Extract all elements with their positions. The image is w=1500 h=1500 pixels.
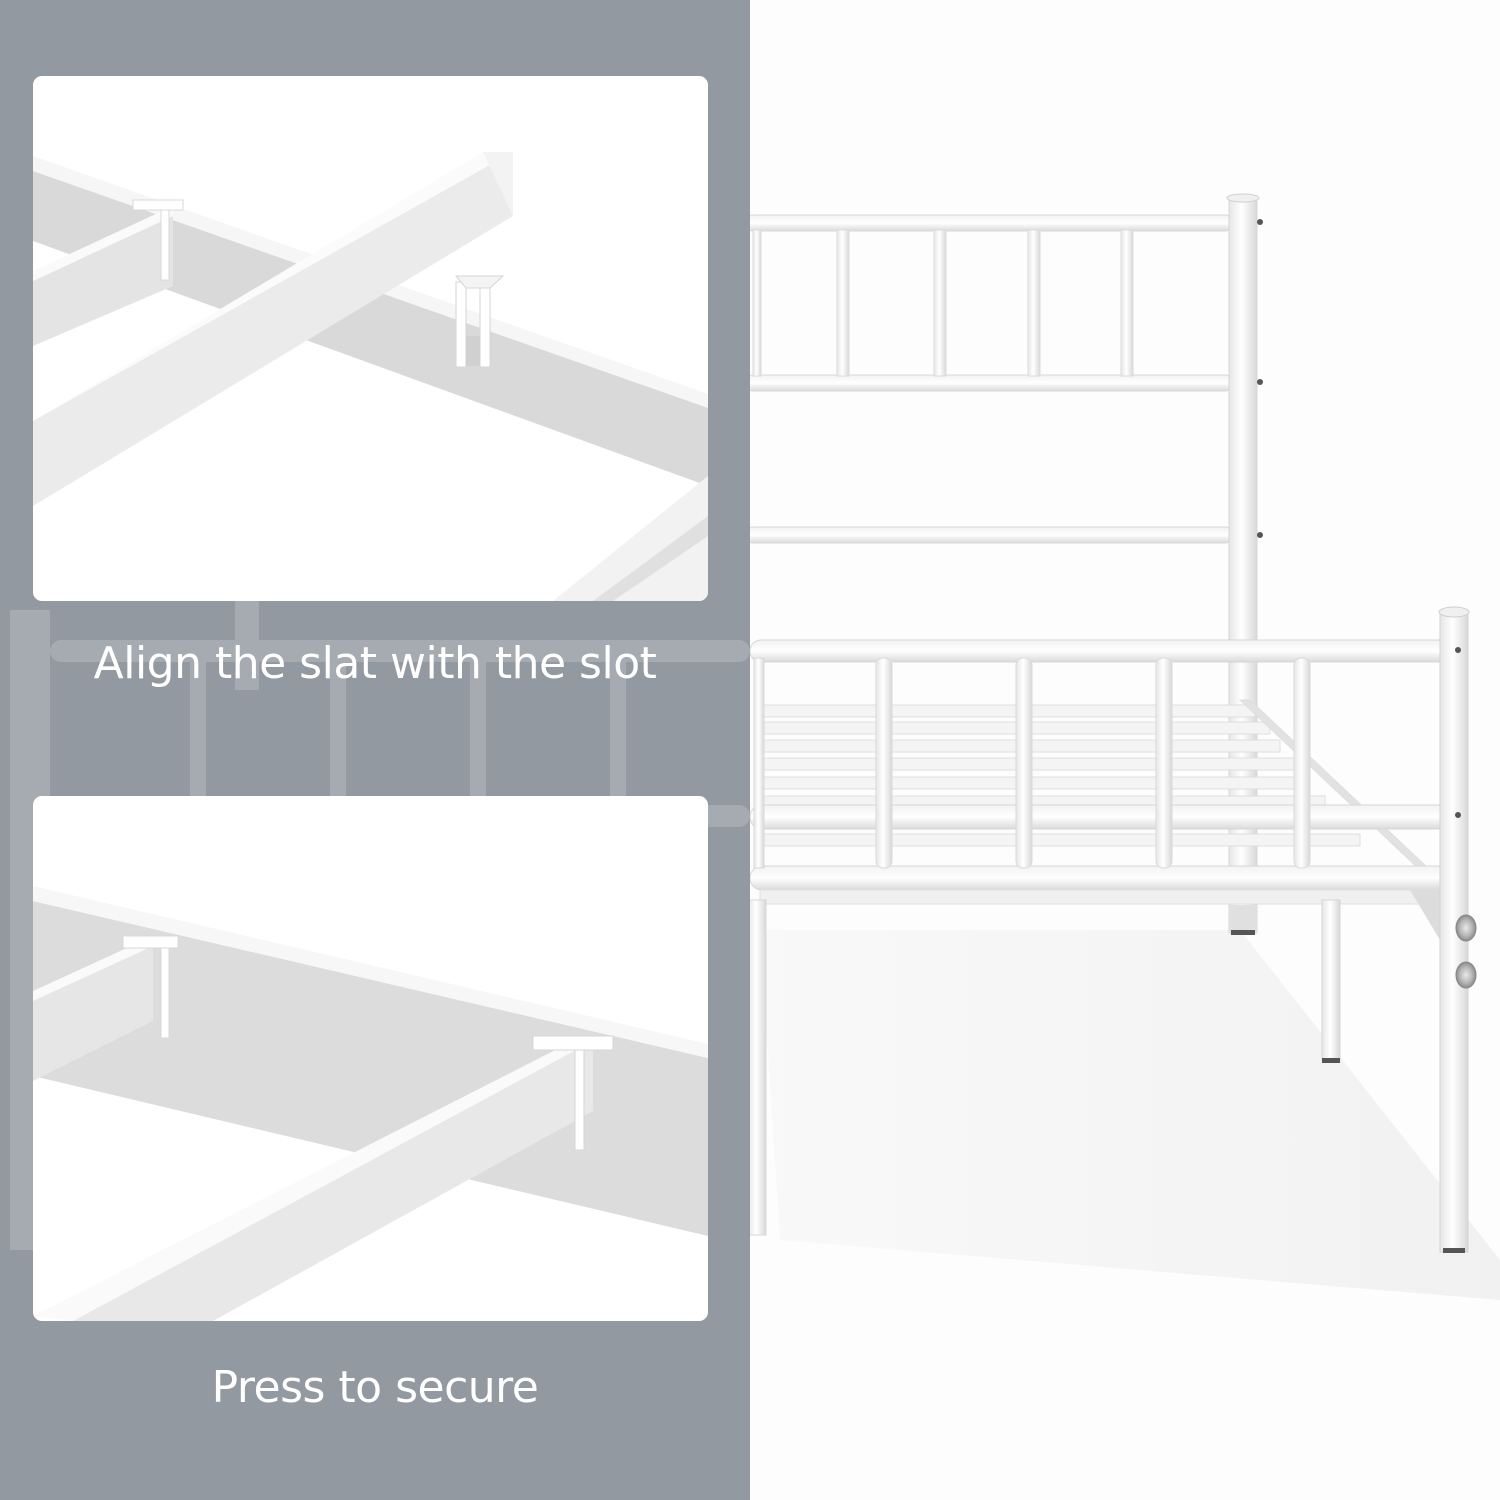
footboard — [747, 606, 1477, 1253]
step-1-illustration — [33, 76, 708, 601]
step-1-caption: Align the slat with the slot — [93, 638, 657, 689]
bolt-icon — [1455, 914, 1477, 942]
step-2-caption: Press to secure — [211, 1362, 539, 1413]
headboard — [744, 193, 1263, 935]
bolt-icon — [1455, 961, 1477, 989]
instruction-panel: Align the slat with the slot Press to se… — [0, 0, 750, 1500]
slats — [759, 699, 1432, 871]
step-2-illustration — [33, 796, 708, 1321]
